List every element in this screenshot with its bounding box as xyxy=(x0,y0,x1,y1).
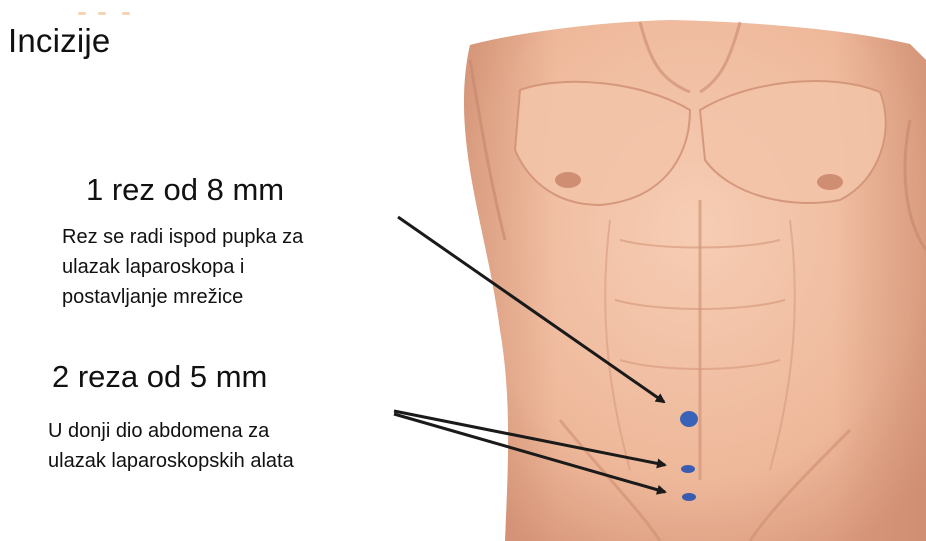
incision-marker-small-lower xyxy=(682,493,696,501)
small-incisions-heading: 2 reza od 5 mm xyxy=(52,359,267,395)
incision-marker-small-upper xyxy=(681,465,695,473)
right-nipple xyxy=(817,174,843,190)
small-incisions-description: U donji dio abdomena za ulazak laparosko… xyxy=(48,416,294,476)
large-incision-heading: 1 rez od 8 mm xyxy=(86,172,284,208)
description-line: postavljanje mrežice xyxy=(62,282,303,312)
description-line: U donji dio abdomena za xyxy=(48,416,294,446)
slide-title: Incizije xyxy=(8,22,110,60)
large-incision-description: Rez se radi ispod pupka za ulazak laparo… xyxy=(62,222,303,312)
left-nipple xyxy=(555,172,581,188)
description-line: ulazak laparoskopskih alata xyxy=(48,446,294,476)
incision-marker-large xyxy=(680,411,698,427)
description-line: ulazak laparoskopa i xyxy=(62,252,303,282)
description-line: Rez se radi ispod pupka za xyxy=(62,222,303,252)
